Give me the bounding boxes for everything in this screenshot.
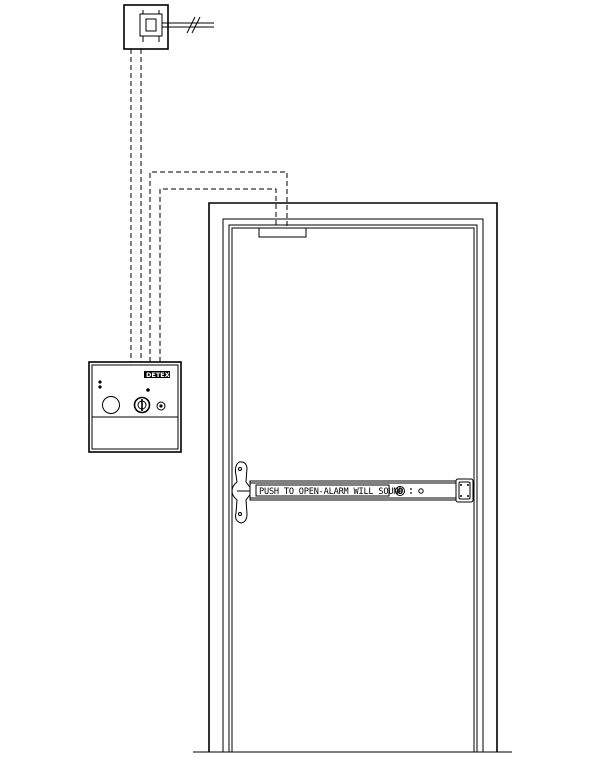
exit-device[interactable]: PUSH TO OPEN-ALARM WILL SOUND (231, 461, 474, 524)
bar-led-icon (410, 488, 412, 490)
indicator-knob-icon (156, 401, 166, 411)
led-icon (98, 385, 102, 389)
power-supply-box (123, 4, 169, 50)
alarm-control-panel: DETEX (88, 361, 182, 453)
brand-label: DETEX (146, 371, 170, 379)
door-alarm-housing (258, 227, 307, 238)
door-frame (193, 202, 512, 753)
key-cylinder-icon[interactable] (133, 396, 151, 414)
bar-key-cylinder-icon[interactable] (395, 486, 405, 496)
wiring-runs (130, 49, 288, 362)
power-cord (162, 16, 214, 34)
led-icon (146, 388, 150, 392)
bar-indicator-icon (418, 488, 424, 494)
led-icon (98, 380, 102, 384)
push-bar-label: PUSH TO OPEN-ALARM WILL SOUND (259, 487, 403, 497)
bar-led-icon (410, 492, 412, 494)
reset-button-icon[interactable] (102, 396, 120, 414)
